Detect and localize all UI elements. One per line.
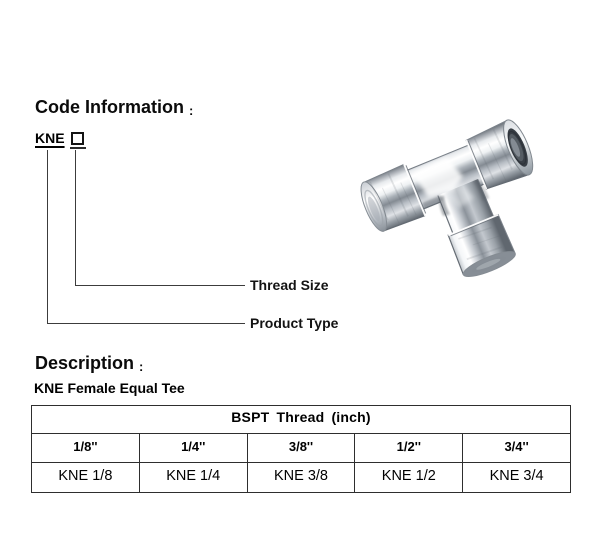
code-cell: KNE 1/4 xyxy=(138,462,248,493)
size-cell: 3/4'' xyxy=(462,433,571,463)
tee-fitting-branch xyxy=(437,178,516,278)
tee-fitting-body xyxy=(360,119,534,278)
bspt-thread-spec-table: BSPT Thread (inch) 1/8'' 1/4'' 3/8'' 1/2… xyxy=(31,405,571,493)
code-cell: KNE 3/8 xyxy=(246,462,356,493)
product-description-text: KNE Female Equal Tee xyxy=(34,380,185,396)
size-cell: 1/4'' xyxy=(138,433,248,463)
table-header-row: BSPT Thread (inch) xyxy=(31,405,571,434)
thread-size-callout-hline xyxy=(75,285,245,286)
product-type-callout-hline xyxy=(47,323,245,324)
product-type-label: Product Type xyxy=(250,315,339,331)
table-header-cell: BSPT Thread (inch) xyxy=(31,405,571,434)
thread-size-placeholder-box xyxy=(71,132,84,145)
description-heading: Description: xyxy=(35,353,145,374)
code-cell: KNE 1/8 xyxy=(31,462,140,493)
size-cell: 3/8'' xyxy=(246,433,356,463)
table-codes-row: KNE 1/8 KNE 1/4 KNE 3/8 KNE 1/2 KNE 3/4 xyxy=(31,462,571,493)
code-cell: KNE 1/2 xyxy=(354,462,464,493)
thread-size-callout-vline xyxy=(75,150,76,285)
table-sizes-row: 1/8'' 1/4'' 3/8'' 1/2'' 3/4'' xyxy=(31,433,571,463)
product-code-prefix: KNE xyxy=(35,130,65,146)
description-heading-colon: : xyxy=(139,359,144,374)
code-information-heading: Code Information: xyxy=(35,97,195,118)
code-cell: KNE 3/4 xyxy=(462,462,571,493)
product-type-callout-vline xyxy=(47,150,48,323)
code-information-heading-colon: : xyxy=(189,103,194,118)
size-cell: 1/8'' xyxy=(31,433,140,463)
description-heading-text: Description xyxy=(35,353,135,373)
code-information-heading-text: Code Information xyxy=(35,97,184,117)
thread-size-label: Thread Size xyxy=(250,277,329,293)
product-photo-tee-fitting xyxy=(360,119,534,278)
thread-size-placeholder-underline xyxy=(70,147,86,149)
size-cell: 1/2'' xyxy=(354,433,464,463)
